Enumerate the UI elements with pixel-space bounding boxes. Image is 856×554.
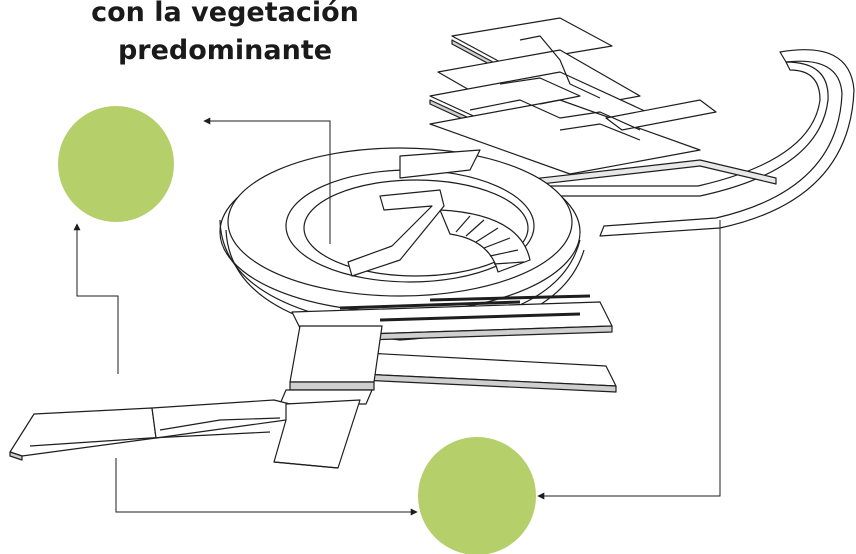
title-line-2: predominante [117,35,333,66]
horizontal-slabs [291,294,617,393]
arrow-ramp-to-bottom-circle [115,458,418,516]
entrance-ramp [9,399,361,469]
vegetation-circle-bottom [418,437,536,554]
title-line-1: con la vegetación [91,0,359,28]
annotation-arrows [73,117,721,516]
vegetation-circle-left [58,106,174,222]
inner-stairs [347,189,531,277]
building-model [9,17,855,469]
stacked-floor-plates [429,17,717,175]
central-blocks [279,325,383,405]
arrow-center-to-left-circle [203,117,331,244]
arrow-ramp-to-left-circle [73,223,119,374]
arrow-wing-to-bottom-circle [537,220,721,500]
diagram-title: con la vegetación predominante [60,0,390,70]
